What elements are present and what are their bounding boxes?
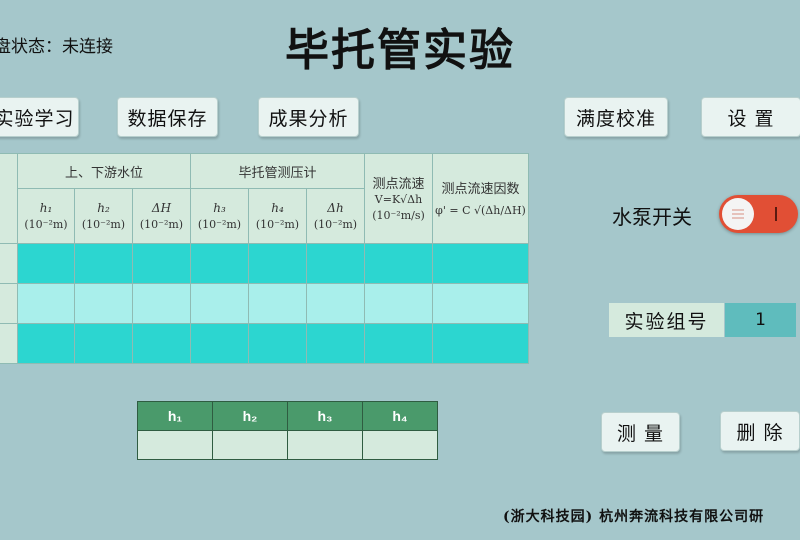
cell[interactable] bbox=[364, 323, 433, 364]
connection-status: 盘状态：未连接 bbox=[0, 37, 113, 57]
subcol-dh: Δh(10⁻²m) bbox=[306, 188, 365, 244]
calibrate-button[interactable]: 满度校准 bbox=[564, 97, 668, 137]
measure-button[interactable]: 测 量 bbox=[601, 412, 680, 452]
subcol-h2: h₂(10⁻²m) bbox=[74, 188, 133, 244]
cell[interactable] bbox=[132, 243, 191, 284]
subcol-h3: h₃(10⁻²m) bbox=[190, 188, 249, 244]
pump-label: 水泵开关 bbox=[612, 205, 692, 229]
cell[interactable] bbox=[432, 323, 529, 364]
delete-button[interactable]: 删 除 bbox=[720, 411, 800, 451]
cell[interactable] bbox=[248, 323, 307, 364]
analyze-button[interactable]: 成果分析 bbox=[258, 97, 359, 137]
cell[interactable] bbox=[248, 243, 307, 284]
pump-toggle[interactable] bbox=[719, 195, 798, 233]
page-title: 毕托管实验 bbox=[285, 25, 515, 76]
readings-header-h3: h₃ bbox=[287, 401, 363, 431]
calibrate-button-label: 满度校准 bbox=[575, 107, 656, 130]
coef-formula: φ' = C √(Δh/ΔH) bbox=[435, 204, 526, 217]
settings-button-label: 设 置 bbox=[727, 107, 775, 130]
cell[interactable] bbox=[432, 283, 529, 324]
col-index-header: 次 bbox=[0, 153, 18, 244]
cell[interactable] bbox=[364, 283, 433, 324]
learn-button[interactable]: 实验学习 bbox=[0, 97, 79, 137]
on-indicator-icon bbox=[775, 207, 777, 221]
data-table: 次 上、下游水位 毕托管测压计 测点流速 V=K√Δh (10⁻²m/s) 测点… bbox=[0, 153, 529, 364]
readings-header-h2: h₂ bbox=[212, 401, 288, 431]
measure-button-label: 测 量 bbox=[616, 422, 665, 445]
table-row[interactable]: 2 bbox=[0, 283, 529, 324]
group-number-field[interactable]: 1 bbox=[725, 303, 796, 337]
cell[interactable] bbox=[132, 283, 191, 324]
cell[interactable] bbox=[17, 243, 75, 284]
readings-header-h1: h₁ bbox=[137, 401, 213, 431]
col-coef-header: 测点流速因数 φ' = C √(Δh/ΔH) bbox=[432, 153, 529, 244]
cell[interactable] bbox=[248, 283, 307, 324]
cell[interactable] bbox=[74, 323, 133, 364]
cell[interactable] bbox=[306, 323, 365, 364]
cell[interactable] bbox=[17, 283, 75, 324]
velocity-unit: (10⁻²m/s) bbox=[372, 209, 425, 222]
cell[interactable] bbox=[190, 243, 249, 284]
cell[interactable] bbox=[306, 243, 365, 284]
cell[interactable] bbox=[432, 243, 529, 284]
table-row[interactable]: 1 bbox=[0, 243, 529, 284]
row-index: 3 bbox=[0, 323, 18, 364]
group-pitot-header: 毕托管测压计 bbox=[190, 153, 365, 189]
subcol-dH: ΔH(10⁻²m) bbox=[132, 188, 191, 244]
table-row[interactable]: 3 bbox=[0, 323, 529, 364]
velocity-title: 测点流速 bbox=[372, 177, 425, 192]
velocity-formula: V=K√Δh bbox=[374, 193, 423, 206]
readings-table: h₁ h₂ h₃ h₄ bbox=[137, 401, 438, 460]
cell[interactable] bbox=[74, 283, 133, 324]
subcol-h4: h₄(10⁻²m) bbox=[248, 188, 307, 244]
grip-icon bbox=[732, 209, 744, 219]
row-index: 1 bbox=[0, 243, 18, 284]
group-label: 实验组号 bbox=[609, 303, 724, 337]
toggle-knob[interactable] bbox=[722, 198, 754, 230]
reading-h2 bbox=[212, 430, 288, 460]
group-updown-header: 上、下游水位 bbox=[17, 153, 191, 189]
cell[interactable] bbox=[190, 323, 249, 364]
save-button[interactable]: 数据保存 bbox=[117, 97, 218, 137]
reading-h3 bbox=[287, 430, 363, 460]
row-index: 2 bbox=[0, 283, 18, 324]
cell[interactable] bbox=[132, 323, 191, 364]
reading-h1 bbox=[137, 430, 213, 460]
cell[interactable] bbox=[17, 323, 75, 364]
cell[interactable] bbox=[190, 283, 249, 324]
footer-company: (浙大科技园) 杭州奔流科技有限公司研 bbox=[503, 509, 765, 525]
reading-h4 bbox=[362, 430, 438, 460]
readings-header-h4: h₄ bbox=[362, 401, 438, 431]
col-velocity-header: 测点流速 V=K√Δh (10⁻²m/s) bbox=[364, 153, 433, 244]
learn-button-label: 实验学习 bbox=[0, 107, 75, 130]
save-button-label: 数据保存 bbox=[127, 107, 208, 130]
coef-title: 测点流速因数 bbox=[441, 182, 520, 197]
analyze-button-label: 成果分析 bbox=[268, 107, 349, 130]
cell[interactable] bbox=[364, 243, 433, 284]
cell[interactable] bbox=[74, 243, 133, 284]
settings-button[interactable]: 设 置 bbox=[701, 97, 800, 137]
subcol-h1: h₁(10⁻²m) bbox=[17, 188, 75, 244]
delete-button-label: 删 除 bbox=[736, 421, 784, 444]
cell[interactable] bbox=[306, 283, 365, 324]
